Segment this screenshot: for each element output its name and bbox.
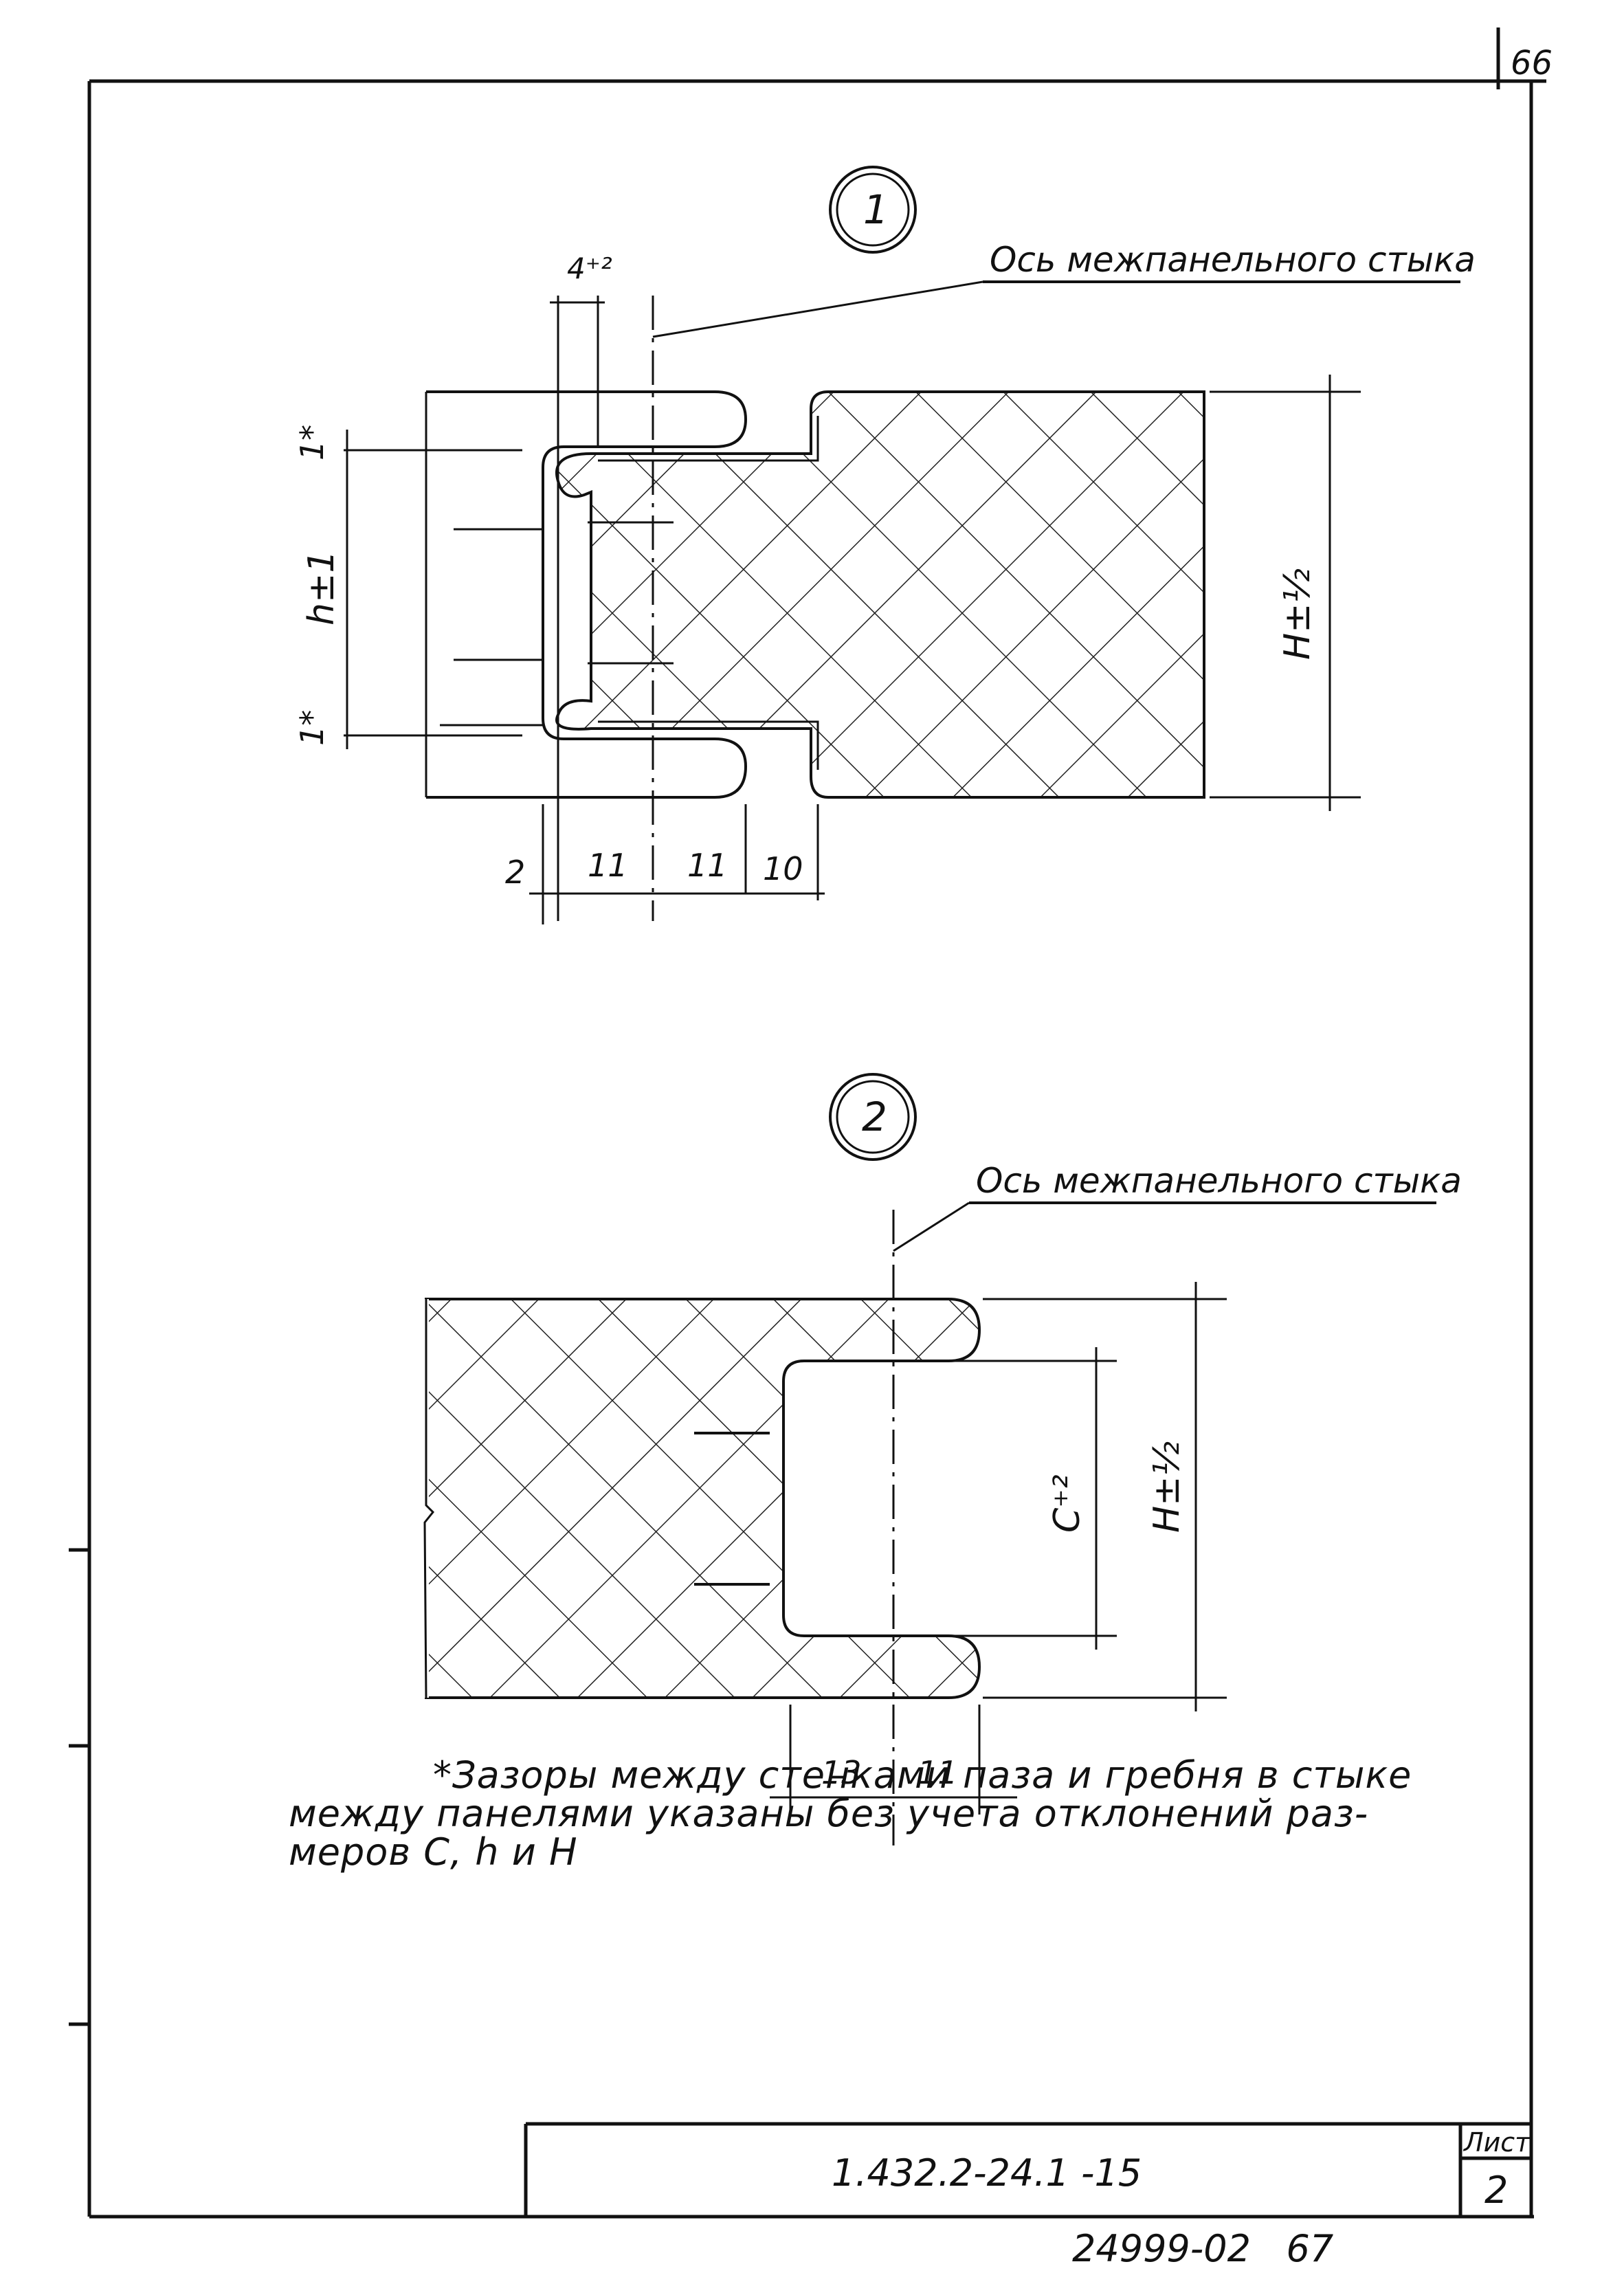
detail-1-dim-h: h±1	[301, 550, 342, 625]
doc-code: 1.432.2-24.1 -15	[832, 2151, 1142, 2195]
detail-2-axis-label: Ось межпанельного стыка	[976, 1161, 1462, 1201]
detail-1-dim-star-bottom: 1*	[293, 710, 331, 746]
footnote-line-1: *Зазоры между стенками паза и гребня в с…	[433, 1753, 1412, 1797]
detail-2-callout: 2	[862, 1094, 887, 1140]
detail-1-right-panel	[555, 390, 1205, 799]
detail-2-callout-circle	[829, 1073, 917, 1161]
detail-1-dim-bottom-1: 2	[505, 854, 525, 891]
detail-1-dim-bottom-2: 11	[588, 847, 628, 884]
detail-2-dim-H: H±½	[1146, 1441, 1188, 1533]
detail-1-left-groove	[426, 390, 748, 799]
detail-1-axis-label: Ось межпанельного стыка	[990, 240, 1476, 280]
title-block	[524, 2122, 1533, 2217]
detail-2-dim-bottom-1: 13	[821, 1754, 862, 1791]
detail-1-callout-circle	[829, 166, 917, 254]
sheet-number: 2	[1484, 2169, 1508, 2212]
detail-1-callout: 1	[863, 186, 889, 233]
archive-number: 24999-02 67	[1072, 2227, 1333, 2270]
detail-1-dim-star-top: 1*	[293, 425, 331, 461]
detail-1-dim-bottom-4: 10	[763, 850, 803, 887]
detail-2-dim-bottom-2: 11	[917, 1754, 958, 1791]
detail-1-dim-top: 4⁺²	[567, 252, 612, 285]
footnote: *Зазоры между стенками паза и гребня в с…	[289, 1756, 1526, 1872]
detail-1-dim-bottom-3: 11	[687, 847, 728, 884]
page-number-top: 66	[1511, 44, 1553, 82]
detail-2-axis-leader	[893, 1201, 970, 1252]
detail-1-dim-H: H±½	[1277, 568, 1318, 660]
detail-1: 1 Ось межпанельного стыка	[293, 166, 1476, 924]
sheet-frame	[69, 27, 1546, 2219]
footnote-line-3: меров C, h и H	[289, 1830, 578, 1874]
detail-1-axis-leader	[652, 280, 983, 338]
detail-2-dim-C: C⁺²	[1047, 1474, 1088, 1533]
detail-2-panel	[425, 1298, 981, 1699]
detail-2: 2 Ось межпанельного стыка C⁺² H±½ 13 11	[423, 1073, 1462, 1845]
footnote-line-2: между панелями указаны без учета отклоне…	[289, 1792, 1369, 1835]
sheet-label: Лист	[1462, 2127, 1531, 2158]
